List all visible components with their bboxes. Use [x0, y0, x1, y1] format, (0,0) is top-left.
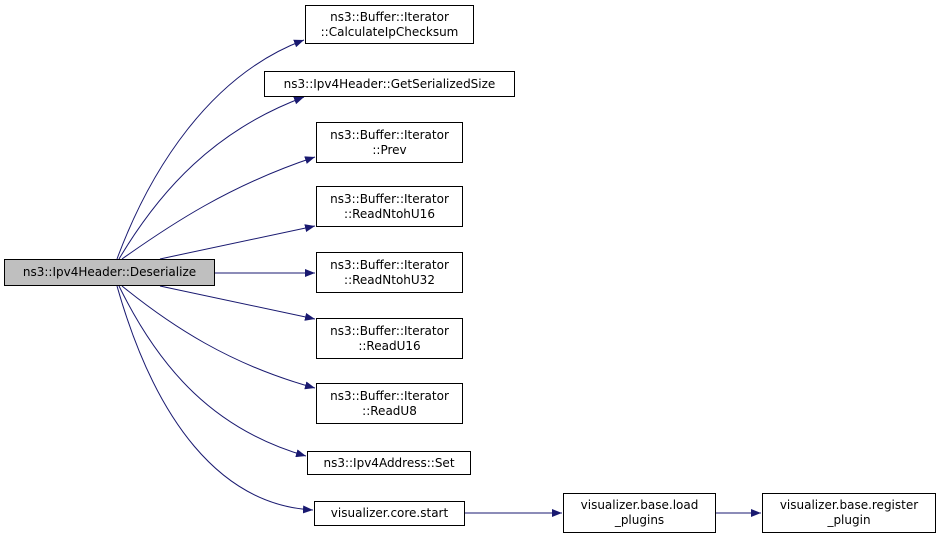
node-get-serialized-size[interactable]: ns3::Ipv4Header::GetSerializedSize — [264, 71, 515, 97]
node-label-line: ns3::Buffer::Iterator — [330, 9, 449, 24]
node-core-start[interactable]: visualizer.core.start — [314, 501, 465, 526]
edge-deserialize-to-read_u16 — [159, 285, 316, 321]
edge-deserialize-to-read_u8 — [121, 285, 316, 390]
node-label-line: ns3::Buffer::Iterator — [330, 191, 449, 206]
node-label-line: ns3::Ipv4Header::GetSerializedSize — [283, 76, 496, 91]
node-label-line: visualizer.base.load — [580, 498, 699, 512]
node-label-line: ns3::Buffer::Iterator — [330, 388, 449, 403]
edge-deserialize-to-get_serialized_size — [118, 96, 305, 260]
node-label-line: _plugin — [827, 513, 871, 527]
node-deserialize[interactable]: ns3::Ipv4Header::Deserialize — [4, 259, 215, 286]
node-label-line: ns3::Buffer::Iterator — [330, 257, 449, 272]
node-ipv4-address-set[interactable]: ns3::Ipv4Address::Set — [307, 451, 471, 475]
edge-deserialize-to-prev — [121, 156, 316, 260]
node-label-line: ns3::Ipv4Address::Set — [323, 455, 455, 470]
node-label-line: _plugins — [614, 513, 665, 527]
node-read-u8[interactable]: ns3::Buffer::Iterator::ReadU8 — [316, 383, 463, 424]
node-label-line: ns3::Ipv4Header::Deserialize — [22, 265, 197, 279]
node-label-line: visualizer.core.start — [330, 506, 449, 520]
node-label-line: visualizer.base.register — [779, 498, 919, 512]
node-read-ntoh-u16[interactable]: ns3::Buffer::Iterator::ReadNtohU16 — [316, 186, 463, 227]
node-read-ntoh-u32[interactable]: ns3::Buffer::Iterator::ReadNtohU32 — [316, 252, 463, 293]
node-label-line: ::Prev — [372, 142, 407, 157]
node-label-line: ::CalculateIpChecksum — [320, 24, 459, 39]
edge-deserialize-to-ipv4_address_set — [118, 285, 307, 458]
node-label-line: ns3::Buffer::Iterator — [330, 323, 449, 338]
node-label-line: ::ReadU8 — [362, 403, 417, 418]
node-calc-ip-checksum[interactable]: ns3::Buffer::Iterator::CalculateIpChecks… — [305, 5, 474, 44]
node-label-line: ::ReadU16 — [358, 338, 421, 353]
edge-deserialize-to-calc_ip_checksum — [116, 39, 305, 260]
node-register-plugin[interactable]: visualizer.base.register_plugin — [762, 493, 936, 533]
edge-deserialize-to-core_start — [116, 285, 314, 514]
node-label-line: ::ReadNtohU16 — [344, 206, 435, 221]
node-label-line: ::ReadNtohU32 — [344, 272, 435, 287]
node-load-plugins[interactable]: visualizer.base.load_plugins — [563, 493, 716, 533]
node-prev[interactable]: ns3::Buffer::Iterator::Prev — [316, 122, 463, 163]
edge-deserialize-to-read_ntoh_u16 — [159, 224, 316, 260]
node-read-u16[interactable]: ns3::Buffer::Iterator::ReadU16 — [316, 318, 463, 359]
node-label-line: ns3::Buffer::Iterator — [330, 127, 449, 142]
